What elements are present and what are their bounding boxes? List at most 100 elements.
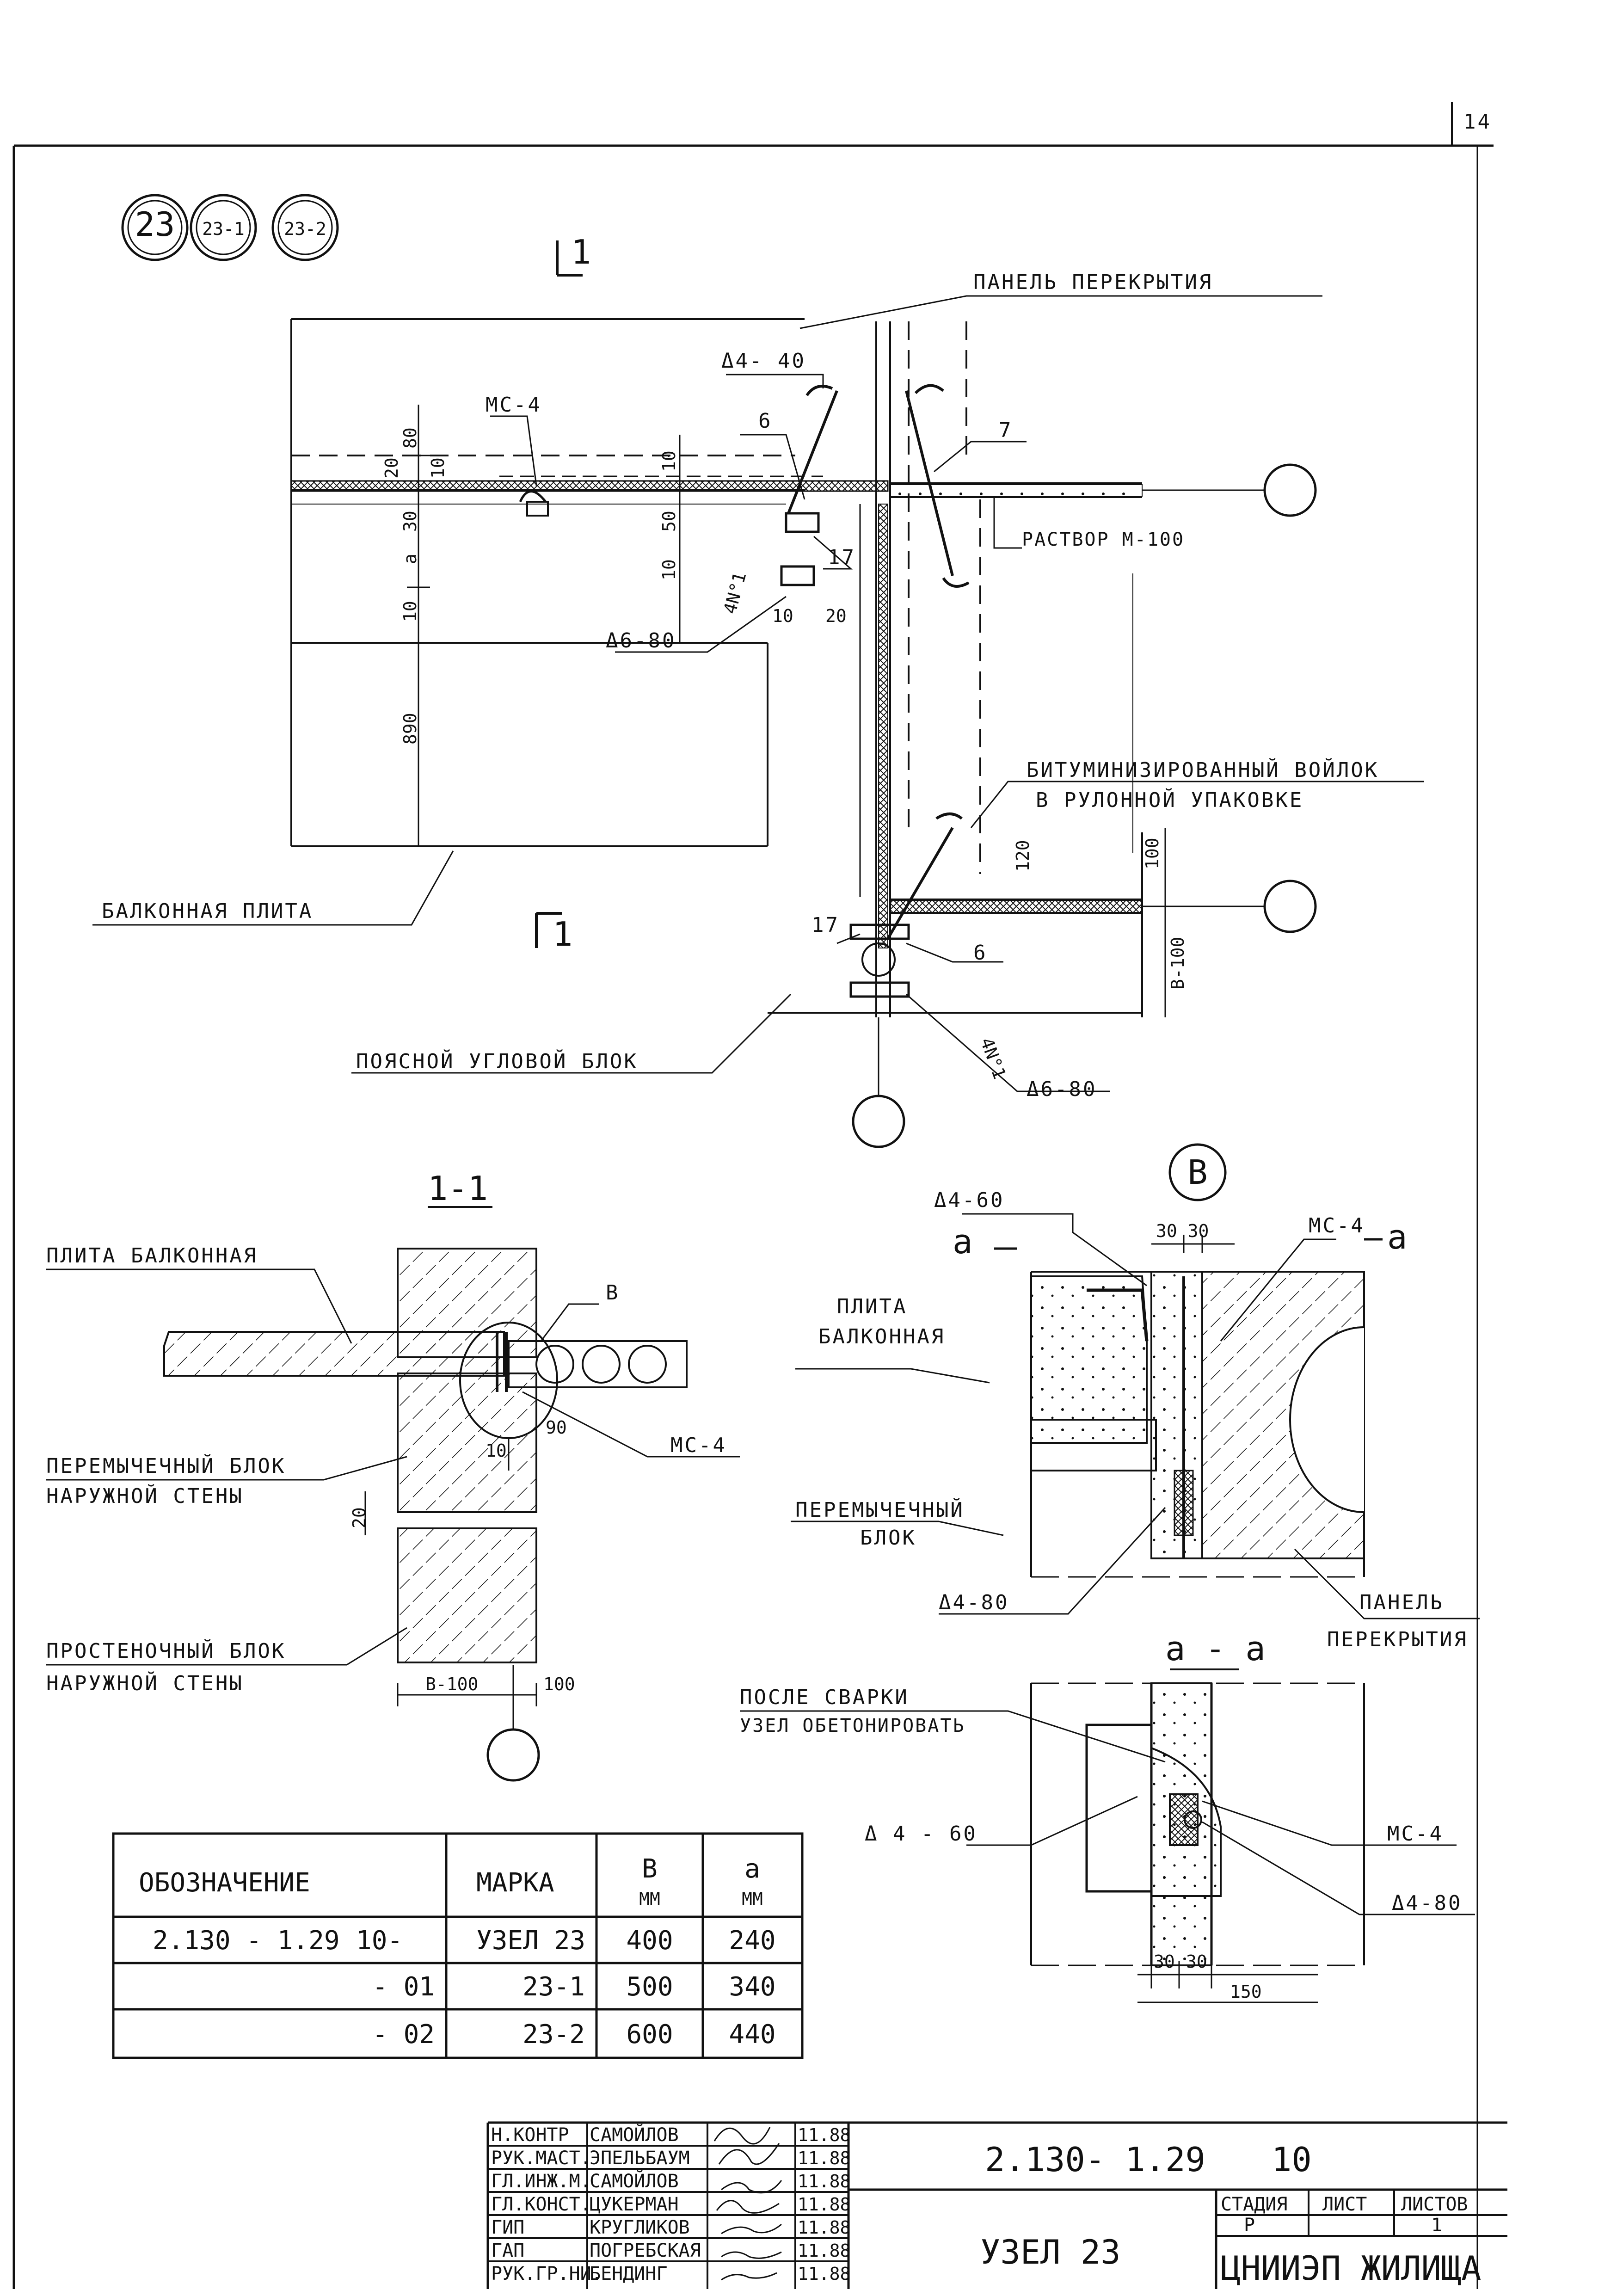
spec-table: ОБОЗНАЧЕНИЕ МАРКА В ММ a ММ 2.130 - 1.29…	[112, 1832, 804, 2059]
plan-view	[92, 240, 1424, 1148]
label-17-top: 17	[828, 546, 856, 569]
label-d4-40: Δ4- 40	[721, 349, 806, 373]
table-row-1-mark: 23-1	[523, 1972, 585, 2002]
table-row-0-b: 400	[626, 1926, 673, 1956]
label-ms4-aa: МС-4	[1387, 1822, 1444, 1846]
sheets-header: ЛИСТОВ	[1401, 2194, 1468, 2215]
sig-role-3: ГЛ.КОНСТ.	[491, 2194, 591, 2215]
dim-100: 100	[1142, 837, 1162, 869]
dim-120: 120	[1013, 840, 1033, 872]
sig-date-3: 11.88	[798, 2194, 850, 2215]
label-d4-80-b: Δ4-80	[939, 1591, 1009, 1614]
label-panel-2-b: ПЕРЕКРЫТИЯ	[1327, 1628, 1468, 1651]
label-4n1-bottom: 4N°1	[977, 1035, 1010, 1082]
label-panel-1-b: ПАНЕЛЬ	[1359, 1591, 1444, 1614]
stage-header: СТАДИЯ	[1221, 2194, 1288, 2215]
title-block: Н.КОНТР САМОЙЛОВ 11.88 РУК.МАСТ. ЭПЕЛЬБА…	[486, 2121, 1507, 2289]
title-block-signatures: Н.КОНТР САМОЙЛОВ 11.88 РУК.МАСТ. ЭПЕЛЬБА…	[491, 2124, 850, 2284]
section-a-a	[740, 1668, 1475, 2003]
sig-role-6: РУК.ГР.НИ.	[491, 2263, 602, 2284]
table-row-0-suffix: 10-	[356, 1926, 403, 1956]
label-b-100-plan: В-100	[1168, 937, 1188, 990]
label-note-1: ПОСЛЕ СВАРКИ	[740, 1686, 909, 1709]
label-callout-b: В	[606, 1281, 620, 1305]
dim-20-b: 20	[825, 606, 847, 626]
cut-mark-top: 1	[571, 233, 591, 271]
sig-name-2: САМОЙЛОВ	[590, 2170, 679, 2192]
doc-num: 10	[1272, 2140, 1312, 2179]
label-lintel-2-b: БЛОК	[860, 1526, 916, 1550]
doc-code: 2.130- 1.29	[985, 2140, 1205, 2179]
table-row-0-mark: УЗЕЛ 23	[476, 1926, 585, 1956]
dim-30-30-b: 30 30	[1156, 1221, 1209, 1241]
detail-b	[791, 1143, 1480, 1619]
sig-date-0: 11.88	[798, 2125, 850, 2145]
label-note-2: УЗЕЛ ОБЕТОНИРОВАТЬ	[740, 1715, 965, 1736]
label-ms4-section: МС-4	[670, 1434, 727, 1457]
section-a-a-labels: a - a ПОСЛЕ СВАРКИ УЗЕЛ ОБЕТОНИРОВАТЬ Δ …	[740, 1629, 1462, 2002]
sig-name-0: САМОЙЛОВ	[590, 2124, 679, 2146]
dim-30-aa-2: 30	[1186, 1951, 1207, 1972]
dim-10-section: 10	[486, 1440, 507, 1461]
sig-date-1: 11.88	[798, 2148, 850, 2168]
table-row-1-b: 500	[626, 1972, 673, 2002]
table-header-mark: МАРКА	[476, 1868, 554, 1898]
label-d4-60-aa: Δ 4 - 60	[865, 1822, 977, 1846]
label-slab-balcony: ПЛИТА БАЛКОННАЯ	[46, 1244, 258, 1268]
label-d4-80-aa: Δ4-80	[1392, 1891, 1462, 1915]
dim-30: 30	[400, 511, 420, 532]
label-balcony-slab: БАЛКОННАЯ ПЛИТА	[102, 899, 313, 923]
cut-a-right: a	[1387, 1218, 1407, 1256]
label-belt-block: ПОЯСНОЙ УГЛОВОЙ БЛОК	[356, 1049, 638, 1073]
dim-150-aa: 150	[1230, 1982, 1262, 2002]
table-row-2-a: 440	[729, 2019, 775, 2050]
label-6-top: 6	[758, 409, 773, 433]
dim-80: 80	[400, 427, 420, 449]
dim-30-aa-1: 30	[1154, 1951, 1175, 1972]
dim-10-c: 10	[659, 559, 679, 580]
section-1-1	[46, 1206, 740, 1782]
table-header-designation: ОБОЗНАЧЕНИЕ	[139, 1868, 310, 1898]
label-ms4-b: МС-4	[1309, 1214, 1365, 1237]
sig-role-0: Н.КОНТР	[491, 2124, 569, 2146]
section-title-a-a: a - a	[1165, 1629, 1266, 1668]
table-unit-a: ММ	[742, 1889, 763, 1909]
cut-mark-bottom: 1	[553, 915, 572, 954]
sig-name-4: КРУГЛИКОВ	[590, 2217, 690, 2238]
stage-value: Р	[1244, 2215, 1255, 2236]
label-17-bottom: 17	[812, 913, 840, 937]
dim-10-e: 10	[772, 606, 793, 626]
dim-20: 20	[381, 457, 402, 479]
dim-50: 50	[659, 511, 679, 532]
detail-b-badge: В	[1187, 1153, 1207, 1192]
section-title-1-1: 1-1	[428, 1169, 488, 1208]
dim-10-b: 10	[659, 450, 679, 472]
detail-b-labels: В Δ4-60 a a 30 30 МС-4 ПЛИТА БАЛКОННАЯ П…	[795, 1153, 1468, 1651]
table-row-2-mark: 23-2	[523, 2019, 585, 2050]
label-d6-80-top: Δ6-80	[606, 629, 676, 652]
dim-90-section: 90	[546, 1417, 567, 1438]
sheets-value: 1	[1431, 2215, 1442, 2236]
label-pier-1: ПРОСТЕНОЧНЫЙ БЛОК	[46, 1638, 286, 1663]
label-slab-2-b: БАЛКОННАЯ	[818, 1325, 945, 1348]
dim-a: a	[400, 554, 420, 564]
sig-date-2: 11.88	[798, 2171, 850, 2191]
sheet-header: ЛИСТ	[1322, 2194, 1367, 2215]
label-pier-2: НАРУЖНОЙ СТЕНЫ	[46, 1671, 244, 1695]
page-number: 14	[1463, 110, 1492, 134]
label-mortar: РАСТВОР М-100	[1022, 529, 1185, 550]
label-lintel-2: НАРУЖНОЙ СТЕНЫ	[46, 1483, 244, 1508]
table-row-1-a: 340	[729, 1972, 775, 2002]
label-d4-60-b: Δ4-60	[934, 1188, 1004, 1212]
sig-name-5: ПОГРЕБСКАЯ	[590, 2240, 701, 2261]
dim-10-d: 10	[400, 601, 420, 622]
sig-name-6: БЕНДИНГ	[590, 2263, 668, 2284]
label-lintel-1-b: ПЕРЕМЫЧЕЧНЫЙ	[795, 1497, 965, 1522]
table-row-2-b: 600	[626, 2019, 673, 2050]
sheet-frame: 14	[12, 102, 1494, 2289]
label-7: 7	[999, 419, 1013, 442]
dim-890: 890	[400, 713, 420, 745]
sig-role-2: ГЛ.ИНЖ.М.	[491, 2171, 591, 2192]
table-row-0-a: 240	[729, 1926, 775, 1956]
